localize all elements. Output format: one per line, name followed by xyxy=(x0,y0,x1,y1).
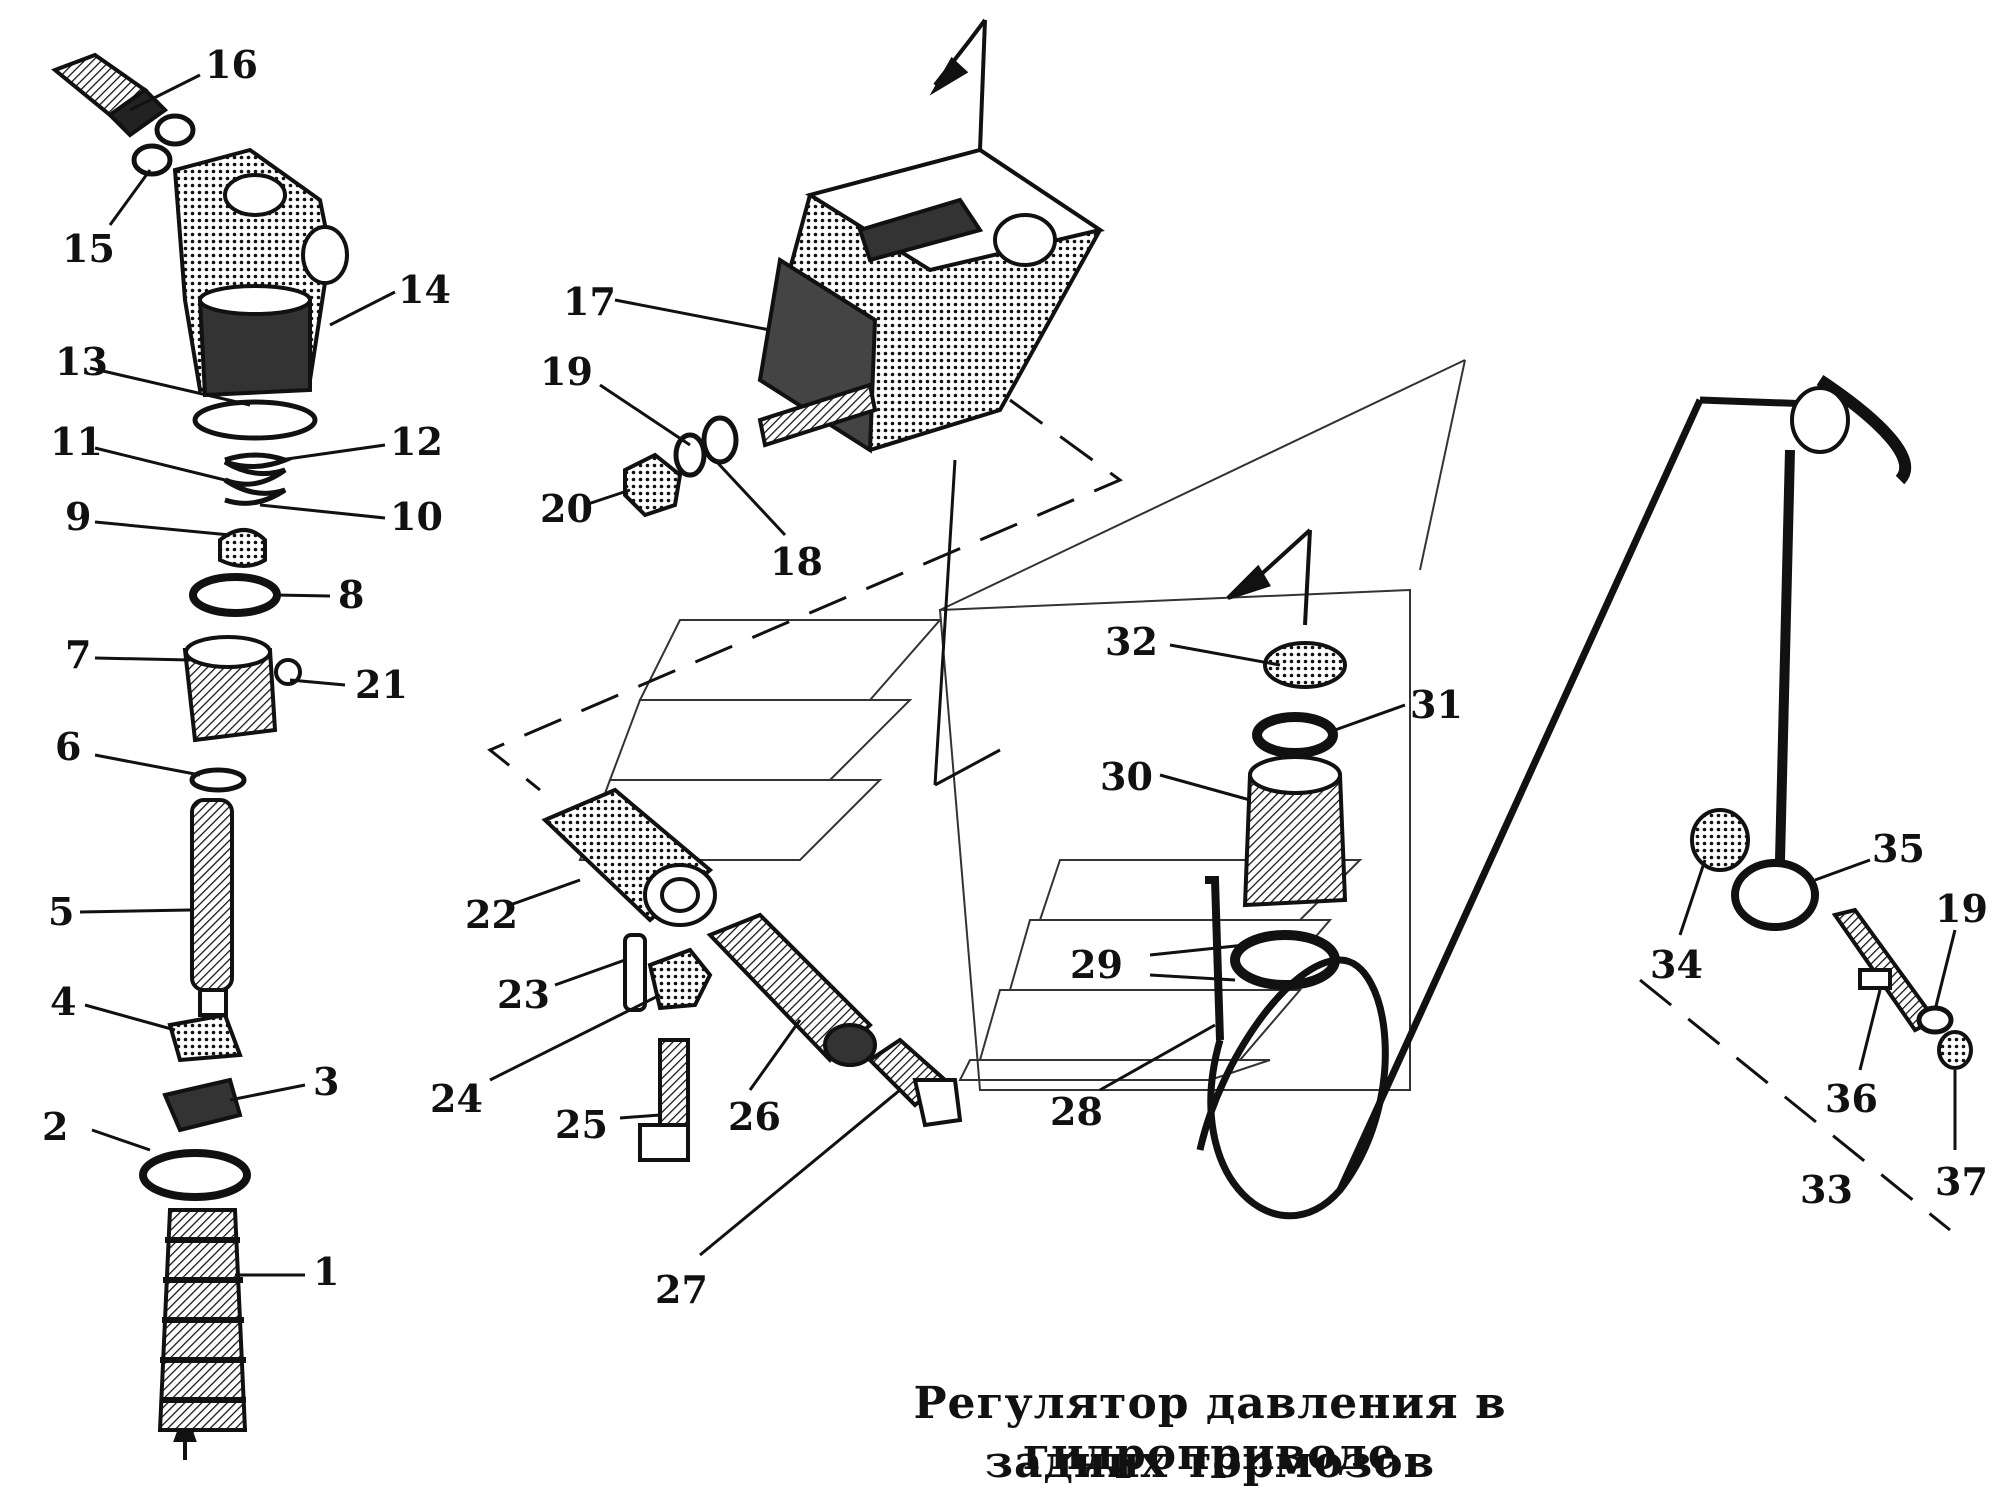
callout-33: 33 xyxy=(1800,1167,1853,1212)
callout-23: 23 xyxy=(497,972,550,1017)
callout-27: 27 xyxy=(655,1267,708,1312)
callout-35: 35 xyxy=(1872,826,1925,871)
callout-19b: 19 xyxy=(1935,886,1988,931)
diagram-title-line-2: задних тормозов xyxy=(984,1437,1436,1488)
ghost-outlines xyxy=(578,359,1466,1091)
dashed-lines xyxy=(487,398,1951,1232)
callout-32: 32 xyxy=(1105,619,1158,664)
leader-lines xyxy=(79,73,1957,1277)
callout-17: 17 xyxy=(563,279,616,324)
callout-18: 18 xyxy=(770,539,823,584)
callout-28: 28 xyxy=(1050,1089,1103,1134)
callout-19a: 19 xyxy=(540,349,593,394)
callout-6: 6 xyxy=(55,724,81,769)
callout-12: 12 xyxy=(390,419,443,464)
diagram-title-line-1: Регулятор давления в гидроприводе xyxy=(913,1378,1507,1480)
callout-26: 26 xyxy=(728,1094,781,1139)
callout-31: 31 xyxy=(1410,682,1463,727)
callout-13: 13 xyxy=(55,339,108,384)
callout-20: 20 xyxy=(540,486,593,531)
link-parts xyxy=(1690,808,1973,1070)
callout-2: 2 xyxy=(42,1104,68,1149)
callout-36: 36 xyxy=(1825,1076,1878,1121)
callout-37: 37 xyxy=(1935,1159,1988,1204)
callout-14: 14 xyxy=(398,267,451,312)
callout-21: 21 xyxy=(355,662,408,707)
regulator-body-assembly xyxy=(51,52,349,1432)
callout-22: 22 xyxy=(465,892,518,937)
callout-labels: 1 2 3 4 5 6 7 21 8 9 10 11 12 13 14 15 1… xyxy=(42,42,1988,1312)
callout-8: 8 xyxy=(338,572,364,617)
callout-30: 30 xyxy=(1100,754,1153,799)
lever-bushings xyxy=(1196,375,1912,1220)
callout-11: 11 xyxy=(50,419,103,464)
callout-24: 24 xyxy=(430,1076,483,1121)
axle-parts xyxy=(541,787,963,1162)
callout-15: 15 xyxy=(62,226,115,271)
callout-16: 16 xyxy=(205,42,258,87)
callout-9: 9 xyxy=(65,494,91,539)
bracket-block xyxy=(623,147,1105,518)
callout-10: 10 xyxy=(390,494,443,539)
callout-7: 7 xyxy=(65,632,91,677)
callout-25: 25 xyxy=(555,1102,608,1147)
callout-29: 29 xyxy=(1070,942,1123,987)
flow-arrows xyxy=(173,18,1312,1460)
callout-1: 1 xyxy=(313,1249,339,1294)
callout-5: 5 xyxy=(48,889,74,934)
callout-4: 4 xyxy=(50,979,76,1024)
callout-34: 34 xyxy=(1650,942,1703,987)
callout-3: 3 xyxy=(313,1059,339,1104)
